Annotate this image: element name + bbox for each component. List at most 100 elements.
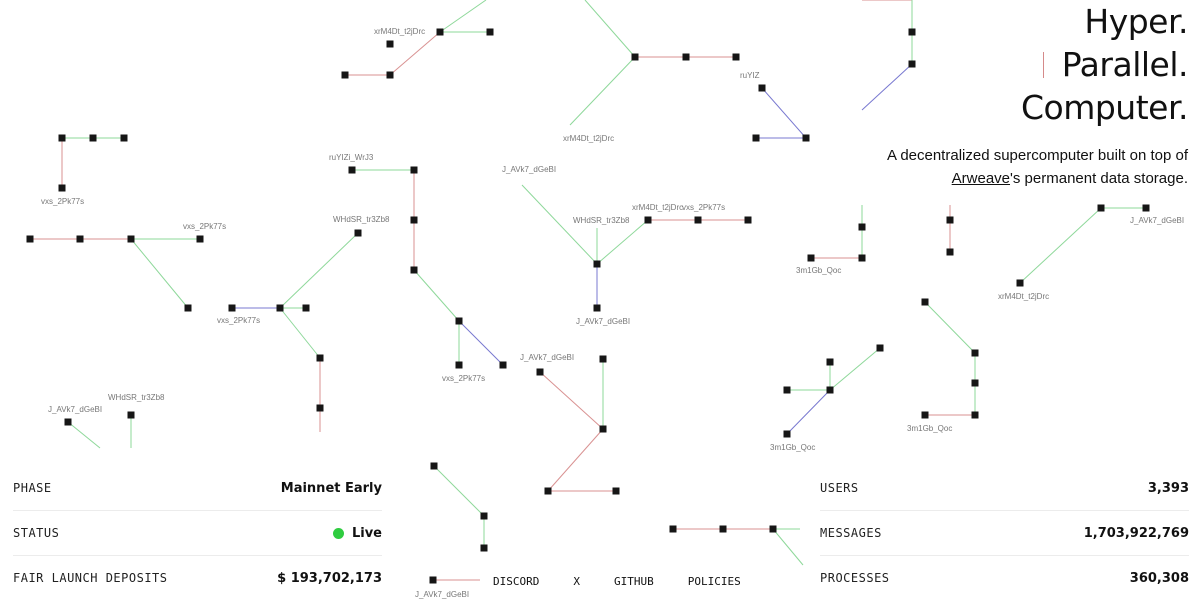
node-label: vxs_2Pk77s: [183, 222, 226, 231]
hero-line-parallel-text: Parallel.: [1061, 45, 1189, 84]
network-edge: [279, 307, 321, 359]
network-node: [480, 512, 488, 520]
network-node: [127, 411, 135, 419]
network-node: [826, 358, 834, 366]
node-label: J_AVk7_dGeBI: [502, 165, 556, 174]
network-node: [971, 349, 979, 357]
network-node: [694, 216, 702, 224]
network-edge: [389, 31, 441, 76]
network-edge: [521, 184, 598, 265]
network-node: [410, 216, 418, 224]
network-edge: [458, 320, 504, 366]
network-node: [807, 254, 815, 262]
network-node: [876, 344, 884, 352]
policies-link[interactable]: POLICIES: [687, 575, 741, 588]
stat-row-users: USERS 3,393: [820, 466, 1189, 511]
arweave-link[interactable]: Arweave: [951, 170, 1011, 187]
node-label: J_AVk7_dGeBI: [415, 590, 469, 599]
network-edge: [413, 269, 460, 322]
network-node: [64, 418, 72, 426]
network-node: [908, 60, 916, 68]
network-node: [410, 266, 418, 274]
network-node: [752, 134, 760, 142]
network-edge: [861, 63, 913, 111]
network-node: [826, 386, 834, 394]
node-label: J_AVk7_dGeBI: [520, 353, 574, 362]
stat-row-status: STATUS Live: [13, 511, 382, 556]
stat-row-processes: PROCESSES 360,308: [820, 556, 1189, 600]
network-node: [184, 304, 192, 312]
text-cursor: [1042, 52, 1044, 78]
stat-value: $ 193,702,173: [277, 570, 382, 586]
stat-label: STATUS: [13, 526, 60, 540]
stat-value: Mainnet Early: [280, 480, 382, 496]
footer-nav: DISCORD X GITHUB POLICIES: [493, 575, 741, 588]
network-edge: [772, 528, 804, 566]
node-label: xrM4Dt_t2jDrc: [563, 134, 614, 143]
node-label: xrM4Dt_t2jDrc: [998, 292, 1049, 301]
github-link[interactable]: GITHUB: [613, 575, 654, 588]
network-node: [302, 304, 310, 312]
node-label: xrM4Dt_t2jDrc: [374, 27, 425, 36]
network-edge: [433, 465, 485, 517]
stat-row-messages: MESSAGES 1,703,922,769: [820, 511, 1189, 556]
network-node: [769, 525, 777, 533]
network-node: [455, 361, 463, 369]
stats-right-panel: USERS 3,393 MESSAGES 1,703,922,769 PROCE…: [820, 466, 1189, 600]
node-label: ruYIZi_WrJ3: [329, 153, 374, 162]
tagline: A decentralized supercomputer built on t…: [828, 144, 1188, 190]
tagline-text: A decentralized supercomputer built on t…: [886, 147, 1188, 164]
network-node: [386, 71, 394, 79]
node-label: vxs_2Pk77s: [442, 374, 485, 383]
network-node: [599, 355, 607, 363]
network-node: [593, 304, 601, 312]
network-node: [682, 53, 690, 61]
network-node: [58, 184, 66, 192]
stat-value: 1,703,922,769: [1083, 525, 1189, 541]
network-node: [631, 53, 639, 61]
network-node: [669, 525, 677, 533]
network-node: [946, 216, 954, 224]
live-status-dot-icon: [332, 527, 344, 539]
hero-line-computer: Computer.: [1020, 88, 1189, 127]
network-edge: [67, 421, 101, 449]
x-link[interactable]: X: [573, 575, 580, 588]
node-label: WHdSR_tr3Zb8: [333, 215, 390, 224]
node-label: vxs_2Pk77s: [41, 197, 84, 206]
network-node: [348, 166, 356, 174]
network-edge: [1019, 207, 1102, 284]
network-edge: [584, 0, 636, 58]
network-node: [316, 404, 324, 412]
network-node: [276, 304, 284, 312]
discord-link[interactable]: DISCORD: [493, 575, 540, 588]
network-node: [732, 53, 740, 61]
network-node: [1142, 204, 1150, 212]
network-node: [744, 216, 752, 224]
network-node: [719, 525, 727, 533]
network-node: [316, 354, 324, 362]
network-node: [196, 235, 204, 243]
network-node: [783, 430, 791, 438]
hero-heading: Hyper. Parallel. Computer.: [1020, 0, 1189, 129]
network-node: [612, 487, 620, 495]
network-node: [536, 368, 544, 376]
status-badge: Live: [332, 526, 382, 541]
network-edge: [279, 232, 359, 309]
network-node: [908, 28, 916, 36]
network-edge: [761, 87, 807, 139]
network-node: [593, 260, 601, 268]
node-label: xrM4Dt_t2jDrc: [632, 203, 683, 212]
node-label: 3m1Gb_Qoc: [770, 443, 815, 452]
network-node: [127, 235, 135, 243]
stat-label: PROCESSES: [820, 571, 890, 585]
network-node: [971, 411, 979, 419]
network-node: [644, 216, 652, 224]
node-label: ruYIZ: [740, 71, 760, 80]
network-node: [341, 71, 349, 79]
node-label: 3m1Gb_Qoc: [796, 266, 841, 275]
network-node: [758, 84, 766, 92]
network-edge: [130, 238, 189, 309]
node-label: vxs_2Pk77s: [682, 203, 725, 212]
network-node: [599, 425, 607, 433]
network-node: [76, 235, 84, 243]
